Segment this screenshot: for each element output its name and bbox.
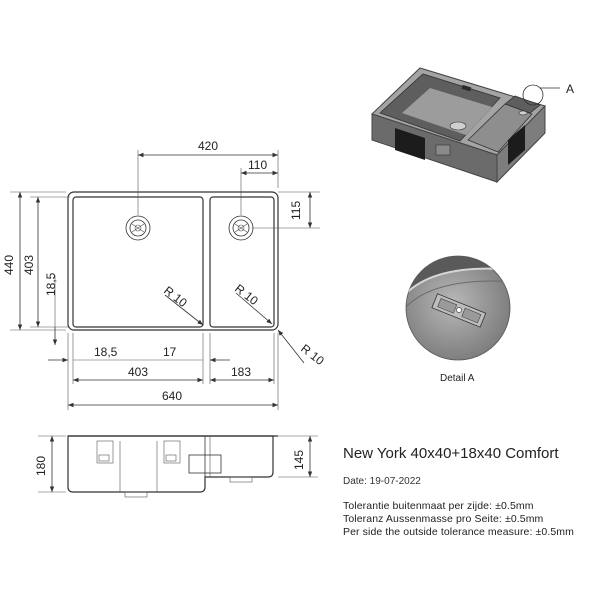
radius-small-bowl: R 10: [232, 281, 261, 308]
side-outline: [67, 435, 274, 493]
side-view: 180 145: [34, 435, 318, 498]
dim-420: 420: [198, 139, 218, 153]
dim-145: 145: [292, 450, 306, 470]
small-bowl: [209, 196, 275, 328]
dim-183: 183: [231, 365, 251, 379]
dim-17: 17: [163, 345, 177, 359]
dim-115: 115: [289, 201, 303, 220]
drain-large-icon: [125, 215, 151, 241]
radius-large-bowl: R 10: [161, 283, 190, 310]
large-bowl: [72, 196, 204, 328]
detail-a-label: Detail A: [440, 373, 475, 384]
dim-440: 440: [2, 255, 16, 275]
callout-a-label: A: [566, 82, 574, 96]
sink-outer-outline: [67, 191, 279, 331]
overflow-slot-icon: [431, 293, 487, 328]
detail-a: [405, 255, 511, 361]
dim-180: 180: [34, 456, 48, 476]
date-text: Date: 19-07-2022: [343, 476, 421, 487]
radius-corner: R 10: [298, 341, 327, 368]
drain-small-icon: [228, 215, 254, 241]
dim-18-5-vertical: 18,5: [44, 272, 58, 296]
dim-18-5-horizontal: 18,5: [94, 345, 118, 359]
tolerance-english: Per side the outside tolerance measure: …: [343, 526, 574, 538]
dim-110: 110: [248, 158, 267, 172]
tolerance-dutch: Tolerantie buitenmaat per zijde: ±0.5mm: [343, 500, 534, 512]
drain-outlet-right: [229, 476, 253, 483]
overflow-connector: [188, 454, 222, 474]
drain-outlet-left: [124, 491, 148, 498]
product-title: New York 40x40+18x40 Comfort: [343, 445, 559, 462]
dim-403-horizontal: 403: [128, 365, 148, 379]
dim-640: 640: [162, 389, 182, 403]
top-view: 420 110 115 440 403 18,5 R 10 R 10 R 10: [2, 139, 327, 410]
dim-403-vertical: 403: [22, 255, 36, 275]
callout-a-circle: [522, 84, 544, 106]
isometric-render: A: [371, 67, 574, 184]
tolerance-german: Toleranz Aussenmasse pro Seite: ±0.5mm: [343, 513, 544, 525]
